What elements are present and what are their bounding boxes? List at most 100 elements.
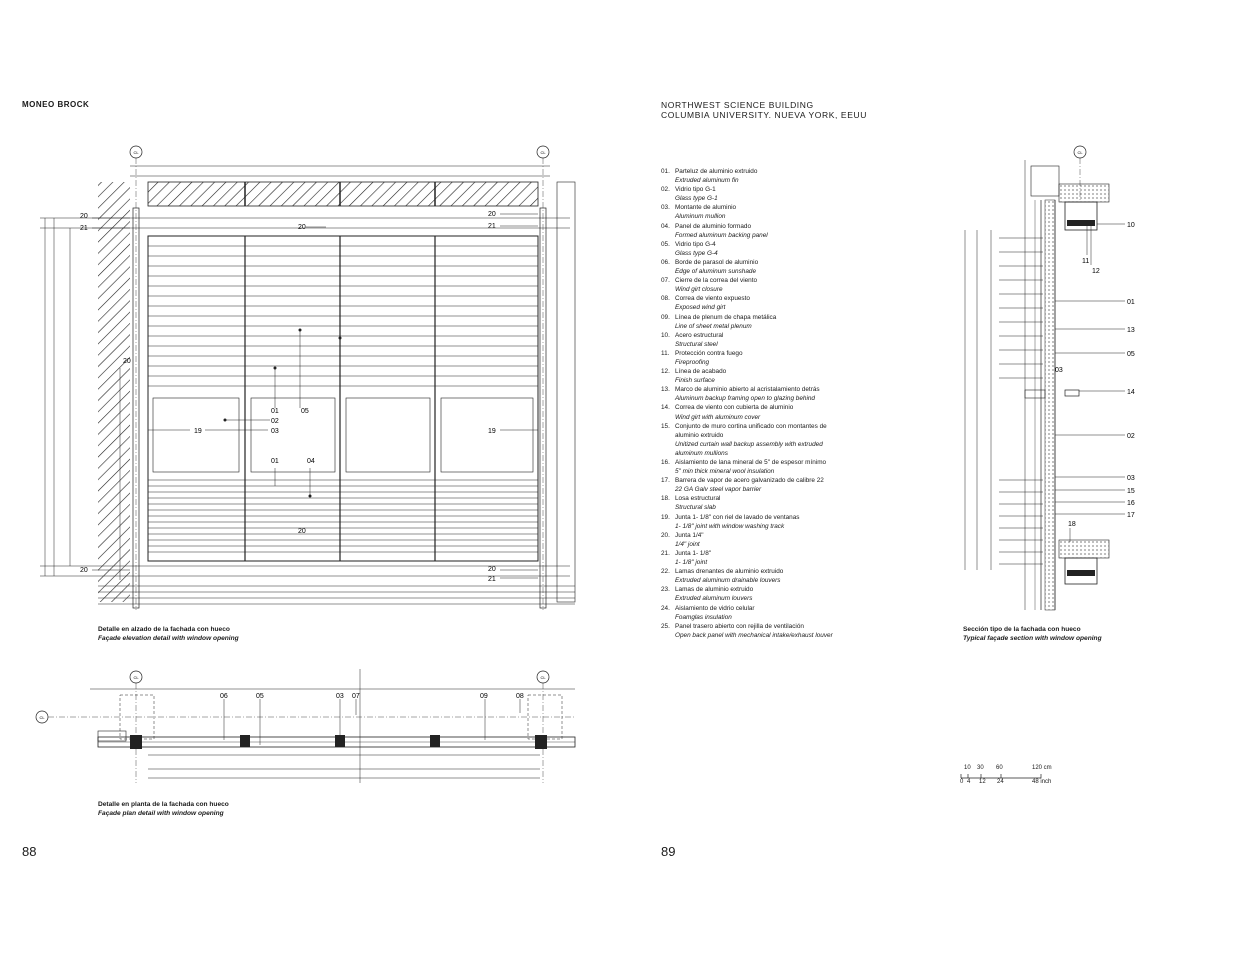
facade-elevation-drawing: CL CL [40,145,576,610]
plan-caption-en: Façade plan detail with window opening [98,810,224,817]
facade-plan-drawing: CL CL CL 06 05 03 07 09 08 [35,669,576,783]
legend-item-text: Junta 1/4"1/4" joint [675,531,704,549]
legend-item-en: Glass type G-1 [675,195,718,203]
callout-03: 03 [271,428,279,435]
legend-item-en: Aluminum mullion [675,213,726,221]
legend-item-text: Panel trasero abierto con rejilla de ven… [675,622,833,640]
legend-item-en: 1- 1/8" joint [675,559,708,567]
legend-item-en: Extruded aluminum drainable louvers [675,577,781,585]
legend-item-en: 1/4" joint [675,540,700,548]
plan-callout-03: 03 [336,693,344,700]
scale-top-10: 10 [964,765,971,771]
legend-item: 15.Conjunto de muro cortina unificado co… [661,422,846,458]
plan-gridline-bubble-side: CL [39,715,45,720]
plan-gridline-bubble-left: CL [133,675,139,680]
legend-item-number: 08. [661,295,670,303]
legend-item-en: Extruded aluminum louvers [675,595,753,603]
legend-item-en: Glass type G-4 [675,249,718,257]
legend-item-es: Vidrio tipo G-1 [675,186,716,194]
elevation-caption-es: Detalle en alzado de la fachada con huec… [98,626,230,633]
legend-item-en: Edge of aluminum sunshade [675,268,757,276]
legend-item-es: Correa de viento expuesto [675,295,750,303]
legend-item-en: Finish surface [675,377,715,385]
legend-item-number: 04. [661,222,670,230]
plan-callout-09: 09 [480,693,488,700]
legend-item-en: Unitized curtain wall backup assembly wi… [675,440,823,457]
callout-20-top-right: 20 [488,211,496,218]
legend-item-number: 13. [661,386,670,394]
legend-item-en: Open back panel with mechanical intake/e… [675,631,833,639]
gridline-bubble-right: CL [540,150,546,155]
legend-item-es: Junta 1- 1/8" [675,549,712,557]
legend-item-es: Parteluz de aluminio extruido [675,168,758,175]
callout-19-left: 19 [194,428,202,435]
legend-item-es: Conjunto de muro cortina unificado con m… [675,422,827,439]
legend-item-es: Montante de aluminio [675,204,737,212]
callout-01-upper: 01 [271,408,279,415]
elevation-caption-en: Façade elevation detail with window open… [98,635,239,642]
legend-item-es: Acero estructural [675,331,724,339]
scale-top-30: 30 [977,765,984,771]
legend-item-en: 22 GA Galv steel vapor barrier [675,486,762,494]
scale-bar: 10 30 60 120 cm 0 4 12 24 48 inch [960,765,1070,789]
scale-top-120: 120 cm [1032,765,1052,771]
callout-02: 02 [271,418,279,425]
section-callout-18: 18 [1068,521,1076,528]
legend-item-en: Foamglas insulation [675,613,732,621]
legend-item: 25. Panel trasero abierto con rejilla de … [661,622,846,640]
plan-callout-05: 05 [256,693,264,700]
legend-item-en: Structural slab [675,504,716,512]
legend-item-es: Borde de parasol de aluminio [675,258,759,266]
scale-bar-line [960,774,1042,779]
legend-item-number: 12. [661,368,670,376]
plan-callout-06: 06 [220,693,228,700]
left-page-number: 88 [22,844,37,859]
callout-20-bottom-center: 20 [298,528,306,535]
legend-item-en: Structural steel [675,340,718,348]
callout-01-lower: 01 [271,458,279,465]
legend-item-text: Marco de aluminio abierto al acristalami… [675,385,820,403]
callout-20-left-mid: 20 [123,358,131,365]
legend-item-es: Panel trasero abierto con rejilla de ven… [675,622,804,630]
left-page-header: MONEO BROCK [22,100,90,109]
plan-caption: Detalle en planta de la fachada con huec… [98,800,229,818]
legend-item-number: 25. [661,622,670,630]
legend-item-en: Formed aluminum backing panel [675,231,768,239]
plan-callout-07: 07 [352,693,360,700]
legend-item: 21.Junta 1- 1/8"1- 1/8" joint [661,549,846,567]
legend-item-es: Línea de acabado [675,368,727,376]
legend-item-es: Panel de aluminio formado [675,222,752,230]
project-title: NORTHWEST SCIENCE BUILDING [661,100,814,110]
scale-top-60: 60 [996,765,1003,771]
legend-item: 14.Correa de viento con cubierta de alum… [661,403,846,421]
callout-21-top-right: 21 [488,223,496,230]
legend-item-en: Fireproofing [675,358,710,366]
legend-item-number: 07. [661,277,670,285]
legend-item-number: 24. [661,604,670,612]
plan-callout-08: 08 [516,693,524,700]
callout-20-bottom-right: 20 [488,566,496,573]
legend-item: 19.Junta 1- 1/8" con riel de lavado de v… [661,513,846,531]
right-page-number: 89 [661,844,676,859]
section-callout-10: 10 [1127,222,1135,229]
section-callout-13: 13 [1127,327,1135,334]
scale-bottom-24: 24 [997,779,1004,785]
section-callout-12: 12 [1092,268,1100,275]
section-callout-15: 15 [1127,488,1135,495]
section-callout-17: 17 [1127,512,1135,519]
legend-item: 20.Junta 1/4"1/4" joint [661,531,846,549]
